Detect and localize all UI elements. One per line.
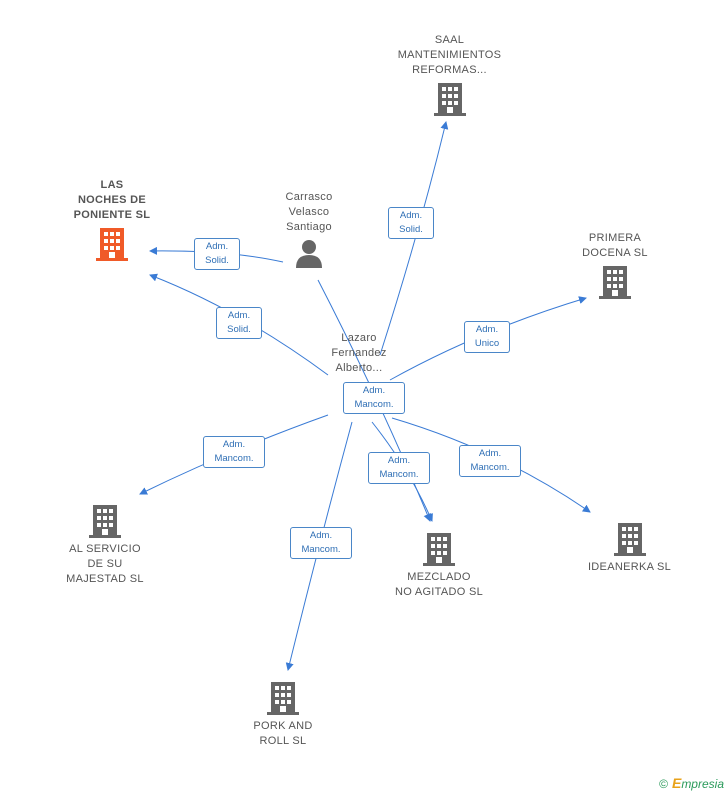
- node-label: IDEANERKA SL: [587, 561, 672, 573]
- building-icon: [267, 682, 299, 715]
- brand-initial: E: [671, 775, 682, 791]
- brand-name: mpresia: [681, 777, 724, 791]
- role-badge[interactable]: Adm.Mancom.: [343, 382, 405, 414]
- building-icon: [613, 523, 646, 556]
- building-icon: [423, 533, 455, 566]
- building-icon: [599, 266, 631, 299]
- role-badge[interactable]: Adm.Solid.: [216, 307, 262, 339]
- role-badge[interactable]: Adm.Mancom.: [203, 436, 265, 468]
- role-badge[interactable]: Adm.Mancom.: [368, 452, 430, 484]
- role-badge[interactable]: Adm.Mancom.: [459, 445, 521, 477]
- node-ideanerka[interactable]: IDEANERKA SL: [577, 518, 682, 575]
- building-icon: [96, 228, 128, 261]
- brand-footer[interactable]: ©Empresia: [659, 775, 724, 791]
- copyright-icon: ©: [659, 777, 668, 791]
- building-icon: [89, 505, 121, 538]
- role-badge[interactable]: Adm.Solid.: [194, 238, 240, 270]
- building-icon: [433, 83, 466, 116]
- role-badge[interactable]: Adm.Mancom.: [290, 527, 352, 559]
- person-icon: [296, 240, 322, 268]
- role-badge[interactable]: Adm.Solid.: [388, 207, 434, 239]
- role-badge[interactable]: Adm.Unico: [464, 321, 510, 353]
